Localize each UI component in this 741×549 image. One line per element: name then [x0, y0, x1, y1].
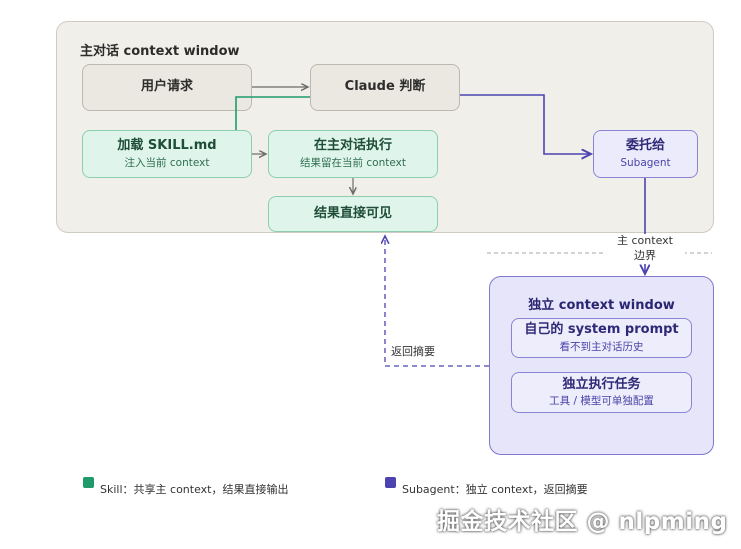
subagent-panel-title: 独立 context window: [528, 298, 675, 313]
arrow-claude-to-skill: [235, 96, 310, 130]
independent-exec-title: 独立执行任务: [562, 376, 641, 392]
independent-exec-subtitle: 工具 / 模型可单独配置: [549, 395, 654, 408]
arrow-return-summary: [385, 236, 489, 367]
load-skill-title: 加载 SKILL.md: [117, 138, 217, 154]
claude-judge-title: Claude 判断: [344, 79, 426, 95]
legend-subagent-swatch: [385, 477, 396, 488]
exec-main-subtitle: 结果留在当前 context: [300, 156, 406, 169]
user-request-node: 用户请求: [82, 64, 252, 111]
delegate-subtitle: Subagent: [620, 156, 671, 169]
boundary-label: 主 context 边界: [605, 234, 685, 264]
claude-judge-node: Claude 判断: [310, 64, 460, 111]
user-request-title: 用户请求: [140, 79, 193, 95]
own-system-prompt-title: 自己的 system prompt: [524, 322, 679, 338]
legend-skill-swatch: [83, 477, 94, 488]
independent-exec-node: 独立执行任务 工具 / 模型可单独配置: [511, 372, 692, 413]
result-visible-title: 结果直接可见: [313, 205, 392, 221]
exec-main-title: 在主对话执行: [313, 138, 392, 154]
delegate-node: 委托给 Subagent: [593, 130, 698, 178]
result-visible-node: 结果直接可见: [268, 196, 438, 232]
delegate-title: 委托给: [625, 138, 665, 154]
watermark-text: 掘金技术社区 @ nlpming: [437, 509, 728, 535]
own-system-prompt-node: 自己的 system prompt 看不到主对话历史: [511, 318, 692, 358]
load-skill-subtitle: 注入当前 context: [124, 156, 210, 169]
load-skill-node: 加载 SKILL.md 注入当前 context: [82, 130, 252, 178]
arrow-claude-to-delegate: [460, 94, 591, 154]
own-system-prompt-subtitle: 看不到主对话历史: [559, 340, 644, 353]
exec-main-node: 在主对话执行 结果留在当前 context: [268, 130, 438, 178]
boundary-label-line2: 边界: [634, 248, 656, 262]
main-panel-title: 主对话 context window: [80, 44, 240, 59]
legend-skill-label: Skill：共享主 context，结果直接输出: [100, 483, 289, 496]
return-summary-label: 返回摘要: [391, 345, 435, 358]
subagent-context-panel: [489, 276, 714, 455]
legend-subagent-label: Subagent：独立 context，返回摘要: [402, 483, 588, 496]
boundary-label-line1: 主 context: [617, 234, 673, 247]
